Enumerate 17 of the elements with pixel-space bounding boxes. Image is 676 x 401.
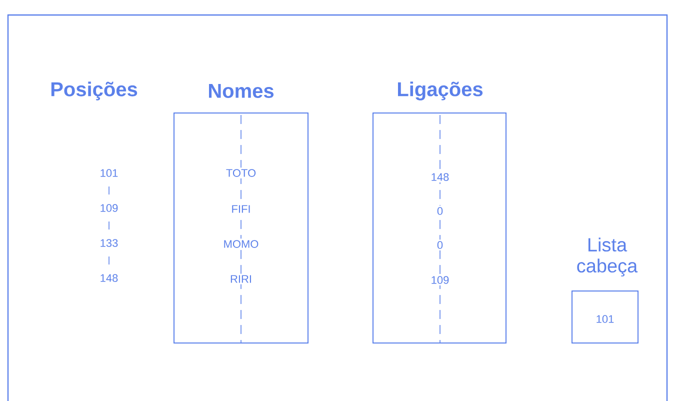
column-heading: Ligações (398, 82, 483, 100)
position-number: 109 (100, 204, 118, 212)
cell-value: 0 (435, 240, 445, 250)
column-heading: Posições (51, 82, 138, 100)
position-number: 133 (100, 239, 118, 247)
column-heading: Lista cabeça (577, 238, 638, 276)
column-heading: Nomes (209, 84, 274, 98)
cell-value: 109 (429, 274, 451, 286)
cell-value: 0 (435, 206, 445, 216)
position-number: 148 (100, 274, 118, 282)
cell-value: TOTO (224, 168, 258, 178)
cell-value: 148 (429, 172, 451, 182)
cell-value: FIFI (230, 204, 252, 214)
cell-value: RIRI (228, 274, 254, 284)
cell-value: 101 (594, 314, 616, 324)
position-number: 101 (100, 169, 118, 177)
cell-value: MOMO (222, 238, 260, 250)
